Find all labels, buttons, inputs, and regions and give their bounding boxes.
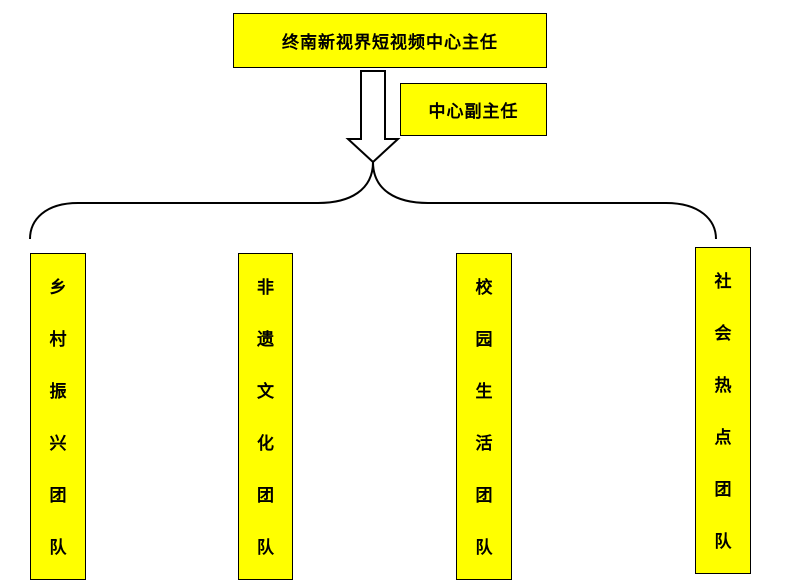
team-char: 园	[475, 330, 493, 350]
team-char: 团	[257, 486, 274, 506]
down-arrow	[345, 70, 401, 164]
deputy-box: 中心副主任	[400, 83, 547, 136]
team-char: 村	[49, 330, 67, 350]
team-char: 振	[49, 382, 67, 402]
team-char: 化	[257, 434, 274, 454]
team-char: 点	[714, 428, 732, 448]
team-char: 队	[714, 532, 732, 552]
team-char: 队	[257, 538, 274, 558]
head-box: 终南新视界短视频中心主任	[233, 13, 547, 68]
team-char: 团	[714, 480, 732, 500]
head-title: 终南新视界短视频中心主任	[282, 33, 498, 53]
team-char: 非	[257, 278, 274, 298]
team-char: 乡	[49, 278, 67, 298]
team-box-social-hotspots: 社 会 热 点 团 队	[695, 247, 751, 574]
team-char: 遗	[257, 330, 274, 350]
team-char: 兴	[49, 434, 67, 454]
team-box-campus-life: 校 园 生 活 团 队	[456, 253, 512, 580]
brace-right	[372, 161, 717, 240]
team-char: 队	[49, 538, 67, 558]
team-char: 队	[475, 538, 493, 558]
deputy-title: 中心副主任	[428, 102, 519, 122]
team-char: 活	[475, 434, 493, 454]
team-box-rural-revitalization: 乡 村 振 兴 团 队	[30, 253, 86, 580]
brace-left	[29, 161, 374, 240]
team-box-intangible-heritage: 非 遗 文 化 团 队	[238, 253, 293, 580]
team-char: 团	[475, 486, 493, 506]
team-char: 热	[714, 376, 732, 396]
team-char: 生	[475, 382, 493, 402]
team-char: 团	[49, 486, 67, 506]
team-char: 社	[714, 272, 732, 292]
team-char: 会	[714, 324, 732, 344]
team-char: 校	[475, 278, 493, 298]
team-char: 文	[257, 382, 274, 402]
